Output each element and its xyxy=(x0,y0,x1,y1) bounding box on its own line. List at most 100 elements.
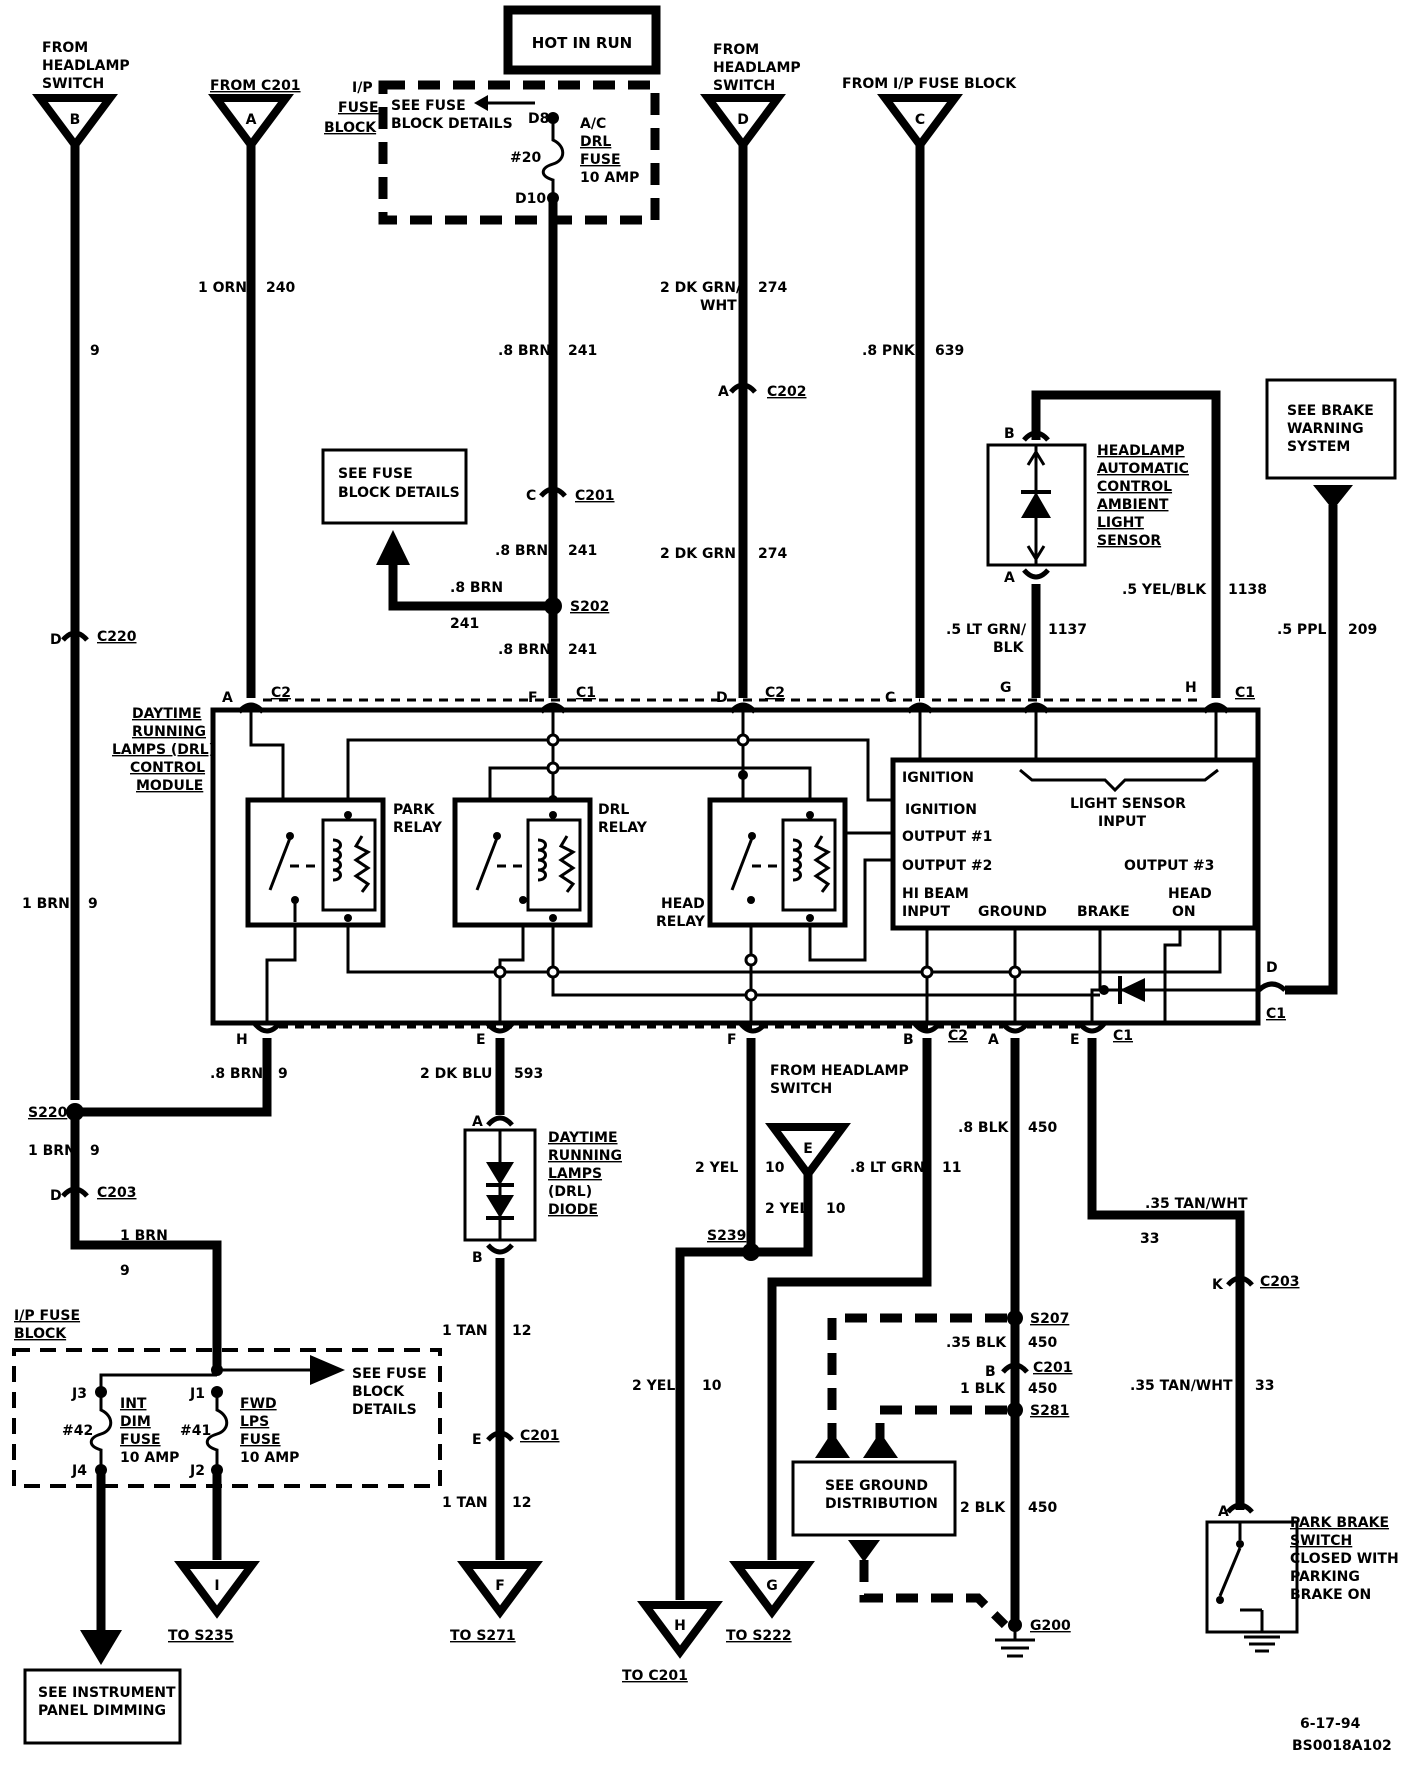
svg-text:.8 BRN: .8 BRN xyxy=(450,580,503,596)
svg-text:BLK: BLK xyxy=(993,640,1025,656)
splice-s281: S281 xyxy=(1007,1402,1069,1419)
ground-dash-1 xyxy=(827,1313,1007,1450)
svg-text:2 DK BLU: 2 DK BLU xyxy=(420,1066,492,1082)
svg-text:IGNITION: IGNITION xyxy=(902,770,974,786)
svg-text:SEE INSTRUMENT: SEE INSTRUMENT xyxy=(38,1685,176,1701)
connector-c203-k: K C203 xyxy=(1212,1274,1300,1293)
svg-text:.35 TAN/WHT: .35 TAN/WHT xyxy=(1130,1378,1233,1394)
svg-text:C: C xyxy=(915,112,925,128)
svg-text:SENSOR: SENSOR xyxy=(1097,533,1161,549)
svg-text:#41: #41 xyxy=(180,1423,211,1439)
svg-text:1 BLK: 1 BLK xyxy=(960,1381,1006,1397)
svg-text:C: C xyxy=(526,488,536,504)
wire-d-209 xyxy=(1285,505,1338,995)
terminal-b-top: B xyxy=(32,94,118,152)
drl-control-module: DAYTIME RUNNING LAMPS (DRL) CONTROL MODU… xyxy=(112,680,1287,1048)
svg-text:S207: S207 xyxy=(1030,1311,1069,1327)
svg-text:2 DK GRN/: 2 DK GRN/ xyxy=(660,280,742,296)
svg-text:LAMPS (DRL): LAMPS (DRL) xyxy=(112,742,215,758)
svg-text:INPUT: INPUT xyxy=(902,904,951,920)
svg-text:.35 TAN/WHT: .35 TAN/WHT xyxy=(1145,1196,1248,1212)
svg-text:1 TAN: 1 TAN xyxy=(442,1495,488,1511)
connector-c201-gnd: B C201 xyxy=(985,1360,1073,1380)
svg-text:G200: G200 xyxy=(1030,1618,1071,1634)
svg-text:33: 33 xyxy=(1140,1231,1159,1247)
svg-text:.8 BRN: .8 BRN xyxy=(498,642,551,658)
splice-s202: S202 .8 BRN 241 xyxy=(376,530,609,632)
svg-text:DAYTIME: DAYTIME xyxy=(132,706,202,722)
svg-text:BS0018A102: BS0018A102 xyxy=(1292,1738,1392,1754)
splice-s207: S207 xyxy=(1007,1310,1069,1327)
terminal-f: F TO S271 xyxy=(450,1561,543,1644)
svg-text:.5 PPL: .5 PPL xyxy=(1277,622,1326,638)
connector-c201-f: C C201 xyxy=(526,486,615,504)
head-relay: HEAD RELAY xyxy=(656,797,848,930)
wire-e-10 xyxy=(751,1174,813,1257)
svg-text:PANEL DIMMING: PANEL DIMMING xyxy=(38,1703,166,1719)
svg-text:274: 274 xyxy=(758,546,787,562)
terminal-d-top: D xyxy=(700,94,786,152)
svg-text:TO S271: TO S271 xyxy=(450,1628,516,1644)
svg-text:1138: 1138 xyxy=(1228,582,1267,598)
svg-text:D: D xyxy=(737,112,749,128)
svg-text:A: A xyxy=(246,112,257,128)
svg-text:RELAY: RELAY xyxy=(393,820,443,836)
svg-text:B: B xyxy=(903,1032,914,1048)
ground-g200: G200 xyxy=(995,1618,1071,1658)
svg-text:K: K xyxy=(1212,1277,1224,1293)
svg-text:2 YEL: 2 YEL xyxy=(632,1378,675,1394)
svg-text:B: B xyxy=(985,1364,996,1380)
svg-text:9: 9 xyxy=(90,343,100,359)
svg-text:1 BRN: 1 BRN xyxy=(28,1143,76,1159)
svg-text:C203: C203 xyxy=(97,1185,137,1201)
svg-text:F: F xyxy=(727,1032,737,1048)
diagram-footer: 6-17-94 BS0018A102 xyxy=(1292,1716,1392,1754)
svg-text:A/C: A/C xyxy=(580,116,606,132)
svg-text:WARNING: WARNING xyxy=(1287,421,1364,437)
svg-text:C1: C1 xyxy=(576,685,596,701)
svg-text:.8 BRN: .8 BRN xyxy=(498,343,551,359)
svg-text:RELAY: RELAY xyxy=(598,820,648,836)
svg-text:LIGHT SENSOR: LIGHT SENSOR xyxy=(1070,796,1186,812)
svg-text:J1: J1 xyxy=(189,1386,205,1402)
ground-dash-2 xyxy=(875,1405,1007,1450)
svg-text:FROM HEADLAMP: FROM HEADLAMP xyxy=(770,1063,909,1079)
svg-text:F: F xyxy=(495,1578,505,1594)
svg-text:C2: C2 xyxy=(765,685,785,701)
svg-text:SWITCH: SWITCH xyxy=(713,78,775,94)
svg-text:I/P: I/P xyxy=(352,80,373,96)
svg-text:C1: C1 xyxy=(1113,1028,1133,1044)
svg-text:WHT: WHT xyxy=(700,298,737,314)
svg-text:S239: S239 xyxy=(707,1228,746,1244)
headlamp-ambient-light-sensor: B A HEADLAMP AUTOMATIC CONTROL AMBIENT L… xyxy=(986,390,1221,698)
svg-text:H: H xyxy=(1185,680,1197,696)
svg-text:C201: C201 xyxy=(520,1428,560,1444)
wire-e-33 xyxy=(1087,1038,1245,1510)
see-fuse-block-details-box: SEE FUSE BLOCK DETAILS xyxy=(321,448,468,525)
svg-text:12: 12 xyxy=(512,1495,531,1511)
svg-text:6-17-94: 6-17-94 xyxy=(1300,1716,1361,1732)
svg-text:S202: S202 xyxy=(570,599,609,615)
svg-text:HEAD: HEAD xyxy=(661,896,705,912)
svg-text:F: F xyxy=(528,690,538,706)
svg-text:12: 12 xyxy=(512,1323,531,1339)
svg-text:G: G xyxy=(766,1578,778,1594)
svg-text:DAYTIME: DAYTIME xyxy=(548,1130,618,1146)
svg-text:A: A xyxy=(718,384,729,400)
svg-text:A: A xyxy=(1004,570,1015,586)
drl-relay: DRL RELAY xyxy=(452,797,648,928)
park-brake-switch: A PARK BRAKE SWITCH CLOSED WITH PARKING … xyxy=(1205,1502,1399,1653)
svg-text:LPS: LPS xyxy=(240,1414,269,1430)
ground-dash-3 xyxy=(859,1560,1009,1629)
svg-text:FUSE: FUSE xyxy=(120,1432,161,1448)
svg-text:C201: C201 xyxy=(575,488,615,504)
svg-text:9: 9 xyxy=(278,1066,288,1082)
svg-text:593: 593 xyxy=(514,1066,543,1082)
svg-text:RUNNING: RUNNING xyxy=(132,724,206,740)
see-ground-distribution-box: SEE GROUND DISTRIBUTION xyxy=(791,1460,957,1562)
svg-text:OUTPUT #2: OUTPUT #2 xyxy=(902,858,992,874)
svg-text:RUNNING: RUNNING xyxy=(548,1148,622,1164)
hot-in-run-label: HOT IN RUN xyxy=(532,34,632,52)
svg-text:SEE GROUND: SEE GROUND xyxy=(825,1478,928,1494)
